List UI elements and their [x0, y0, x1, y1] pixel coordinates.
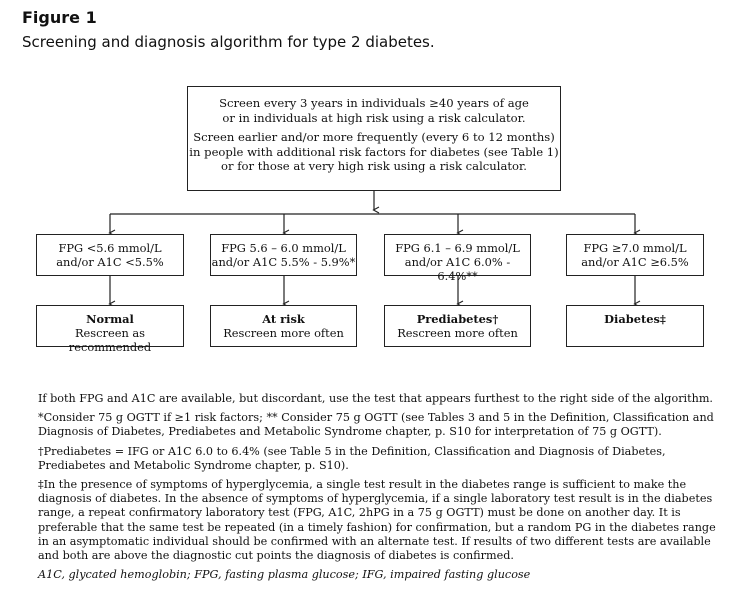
footnote-prediabetes: †Prediabetes = IFG or A1C 6.0 to 6.4% (s… [38, 444, 666, 472]
outcome-box-normal: Normal Rescreen as recommended [36, 305, 184, 354]
criteria-box-at-risk: FPG 5.6 – 6.0 mmol/L and/or A1C 5.5% - 5… [210, 234, 357, 276]
screening-line-3: Screen earlier and/or more frequently (e… [193, 130, 555, 144]
footnotes: If both FPG and A1C are available, but d… [38, 392, 728, 587]
footnote-diabetes: ‡In the presence of symptoms of hypergly… [38, 478, 716, 563]
criteria-fpg: FPG ≥7.0 mmol/L [583, 241, 687, 255]
criteria-box-prediabetes: FPG 6.1 – 6.9 mmol/L and/or A1C 6.0% - 6… [384, 234, 531, 283]
criteria-fpg: FPG 5.6 – 6.0 mmol/L [221, 241, 346, 255]
footnote-ogtt: *Consider 75 g OGTT if ≥1 risk factors; … [38, 411, 714, 439]
figure-label: Figure 1 [22, 8, 97, 27]
criteria-a1c: and/or A1C 6.0% - 6.4%** [404, 255, 511, 283]
criteria-box-diabetes: FPG ≥7.0 mmol/L and/or A1C ≥6.5% [566, 234, 704, 276]
outcome-box-diabetes: Diabetes‡ [566, 305, 704, 347]
outcome-action: Rescreen more often [397, 326, 518, 340]
outcome-action: Rescreen more often [223, 326, 344, 340]
criteria-a1c: and/or A1C ≥6.5% [581, 255, 689, 269]
outcome-label: Diabetes‡ [604, 312, 666, 326]
outcome-box-prediabetes: Prediabetes† Rescreen more often [384, 305, 531, 347]
outcome-label: At risk [262, 312, 305, 326]
footnote-discordant: If both FPG and A1C are available, but d… [38, 392, 713, 405]
criteria-fpg: FPG 6.1 – 6.9 mmol/L [395, 241, 520, 255]
outcome-action: Rescreen as recommended [68, 326, 152, 354]
screening-line-1: Screen every 3 years in individuals ≥40 … [219, 96, 529, 110]
screening-line-5: or for those at very high risk using a r… [221, 159, 527, 173]
outcome-label: Normal [86, 312, 134, 326]
screening-line-4: in people with additional risk factors f… [189, 144, 559, 159]
figure-caption: Screening and diagnosis algorithm for ty… [22, 33, 435, 51]
criteria-fpg: FPG <5.6 mmol/L [58, 241, 162, 255]
screening-line-2: or in individuals at high risk using a r… [222, 110, 526, 125]
outcome-box-at-risk: At risk Rescreen more often [210, 305, 357, 347]
criteria-a1c: and/or A1C <5.5% [56, 255, 164, 269]
criteria-box-normal: FPG <5.6 mmol/L and/or A1C <5.5% [36, 234, 184, 276]
screening-box: Screen every 3 years in individuals ≥40 … [187, 86, 561, 191]
outcome-label: Prediabetes† [416, 312, 499, 326]
footnote-abbreviations: A1C, glycated hemoglobin; FPG, fasting p… [38, 568, 531, 582]
criteria-a1c: and/or A1C 5.5% - 5.9%* [211, 255, 356, 269]
